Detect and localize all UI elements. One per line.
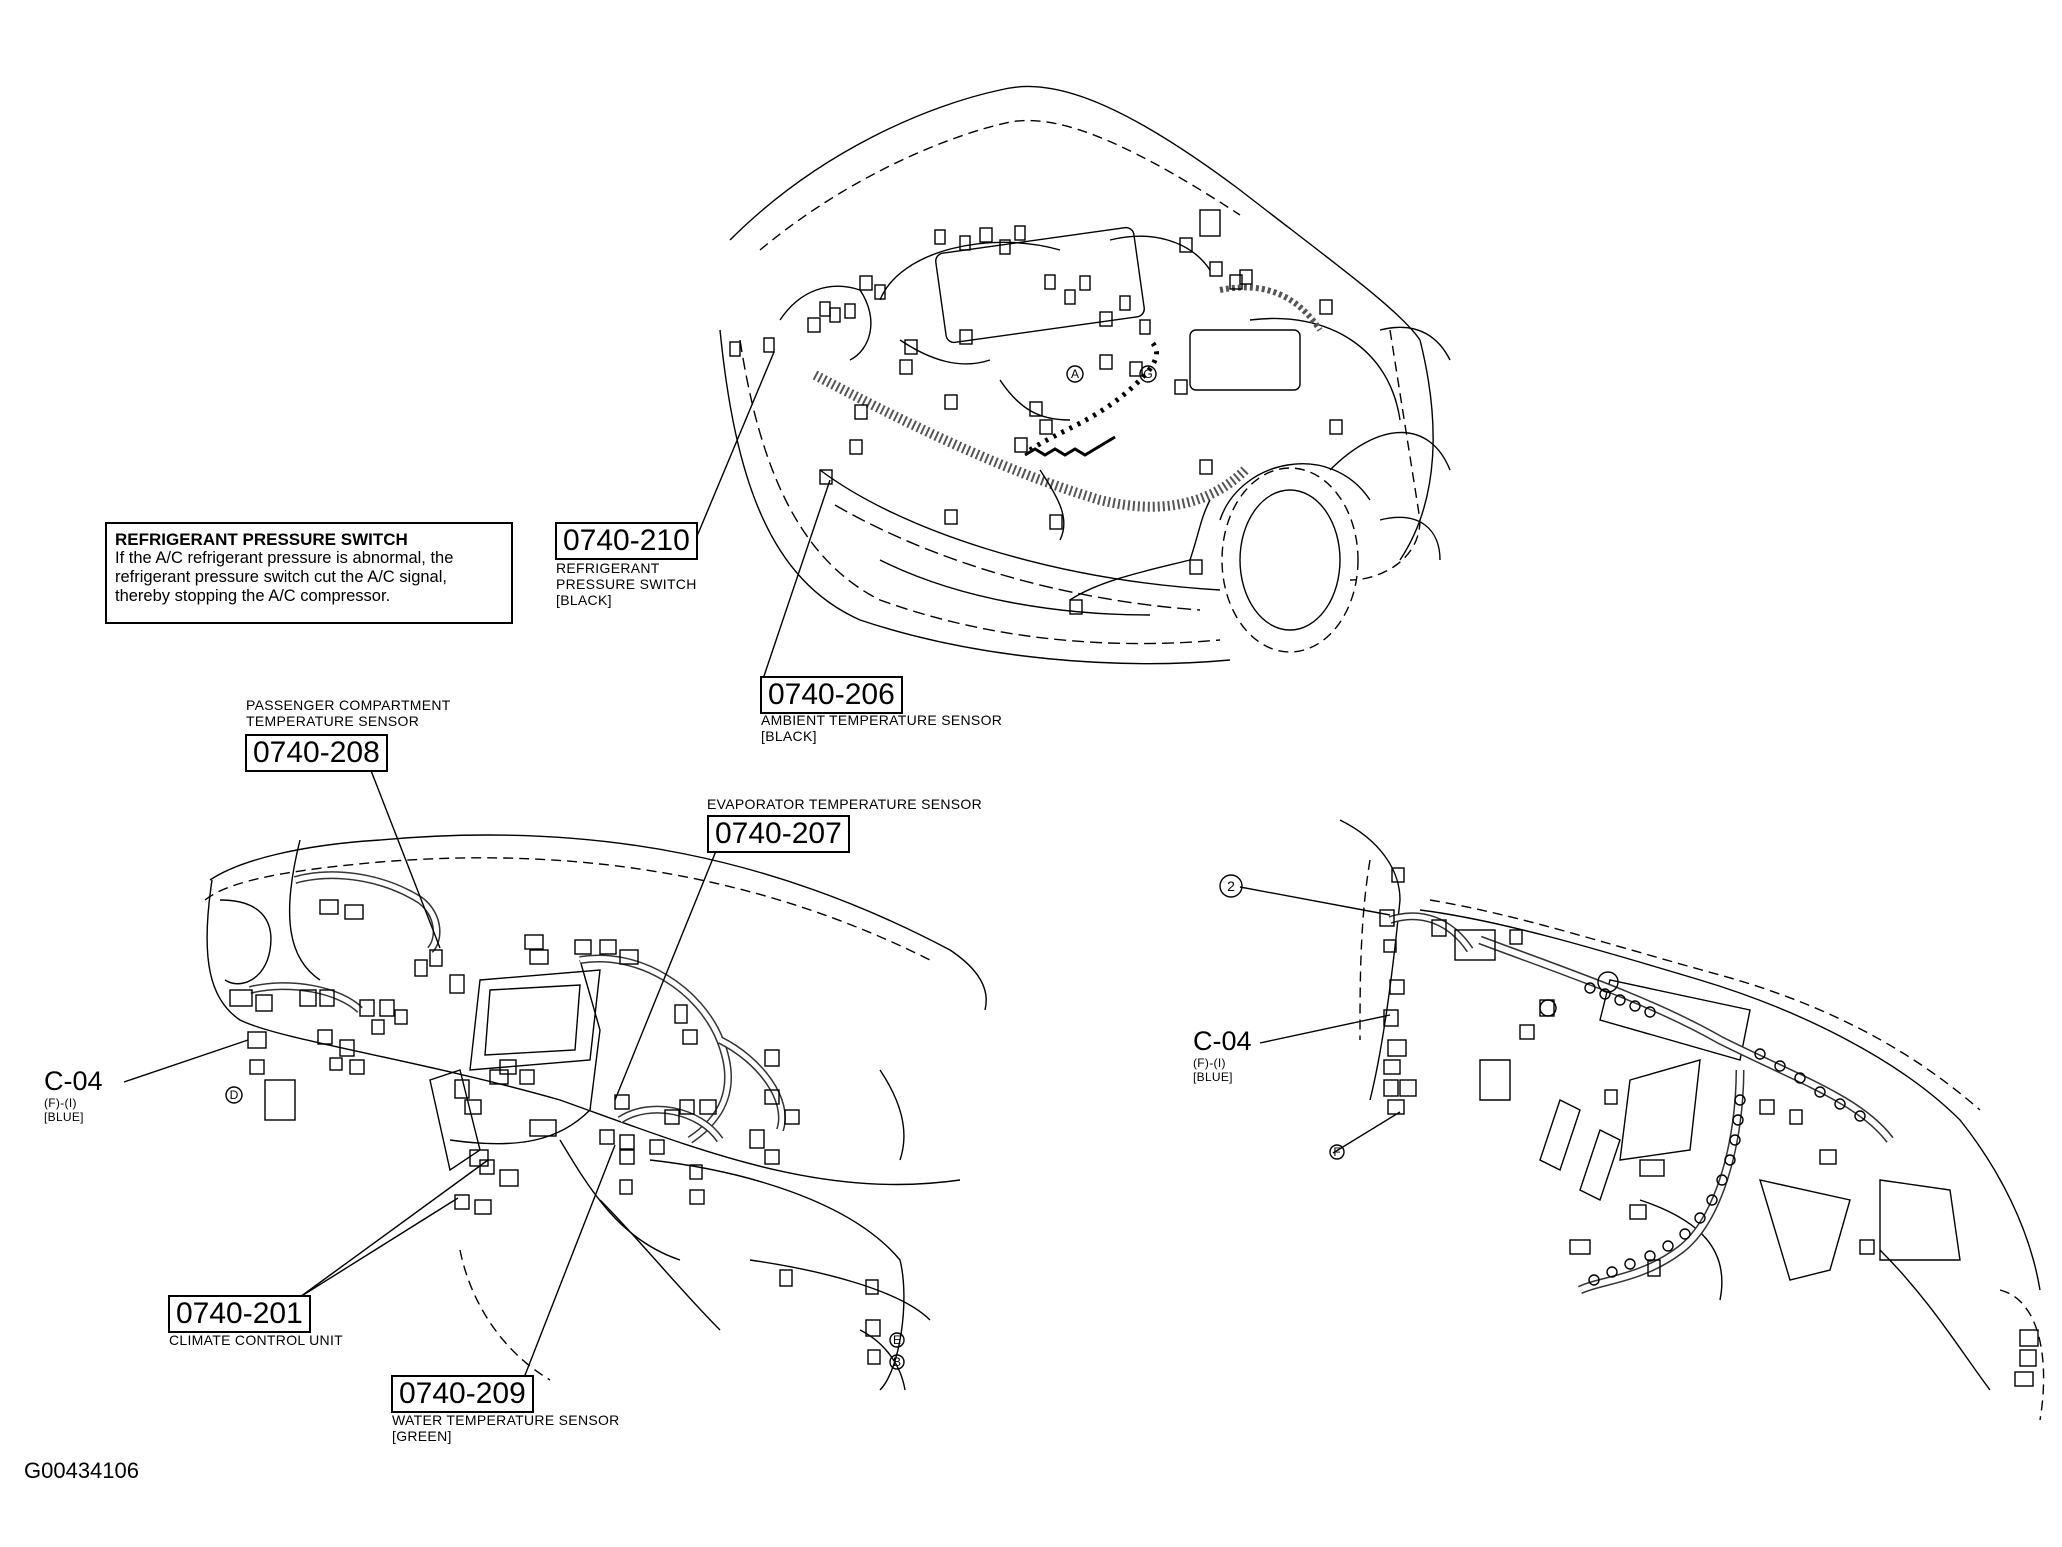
- label-ambient-temperature-sensor: AMBIENT TEMPERATURE SENSOR [BLACK]: [761, 712, 1002, 744]
- code-0740-208: 0740-208: [245, 734, 388, 772]
- connector-detail: (F)-(I): [1193, 1056, 1226, 1071]
- code-0740-210: 0740-210: [555, 522, 698, 560]
- label-line: REFRIGERANT: [556, 560, 660, 576]
- callout-d: D: [230, 1088, 239, 1102]
- connector-color: [BLUE]: [44, 1109, 84, 1124]
- note-line: refrigerant pressure switch cut the A/C …: [115, 568, 447, 586]
- callout-f: F: [1333, 1145, 1340, 1159]
- code-0740-209: 0740-209: [391, 1375, 534, 1413]
- label-passenger-compartment-sensor: PASSENGER COMPARTMENT TEMPERATURE SENSOR: [246, 697, 451, 729]
- label-line: [BLACK]: [761, 728, 817, 745]
- label-line: TEMPERATURE SENSOR: [246, 713, 420, 730]
- label-line: AMBIENT TEMPERATURE SENSOR: [761, 712, 1003, 728]
- note-title: REFRIGERANT PRESSURE SWITCH: [115, 530, 408, 549]
- label-line: EVAPORATOR TEMPERATURE SENSOR: [707, 796, 983, 812]
- connector-c04-left: C-04 (F)-(I) [BLUE]: [44, 1066, 103, 1125]
- callout-e: E: [893, 1333, 901, 1347]
- label-climate-control-unit: CLIMATE CONTROL UNIT: [169, 1332, 343, 1348]
- engine-compartment-drawing: [694, 85, 1451, 683]
- dashboard-left-drawing: [123, 767, 987, 1391]
- label-line: WATER TEMPERATURE SENSOR: [392, 1412, 620, 1428]
- figure-id: G00434106: [24, 1458, 139, 1483]
- connector-detail: (F)-(I): [44, 1096, 77, 1111]
- connector-color: [BLUE]: [1193, 1069, 1233, 1084]
- note-line: thereby stopping the A/C compressor.: [115, 587, 391, 605]
- label-line: CLIMATE CONTROL UNIT: [169, 1332, 344, 1348]
- label-line: [BLACK]: [556, 592, 612, 609]
- callout-g: G: [1143, 367, 1152, 381]
- label-refrigerant-pressure-switch: REFRIGERANT PRESSURE SWITCH [BLACK]: [556, 560, 697, 608]
- code-0740-201: 0740-201: [168, 1295, 311, 1333]
- callout-2: 2: [1227, 878, 1235, 894]
- dashboard-left-connectors: [229, 899, 881, 1365]
- callout-b: B: [893, 1355, 901, 1369]
- harness-beads: [1584, 982, 1866, 1286]
- code-0740-207: 0740-207: [707, 815, 850, 853]
- callout-a: A: [1071, 367, 1079, 381]
- note-line: If the A/C refrigerant pressure is abnor…: [115, 549, 454, 567]
- label-water-temperature-sensor: WATER TEMPERATURE SENSOR [GREEN]: [392, 1412, 620, 1444]
- label-line: PASSENGER COMPARTMENT: [246, 697, 451, 713]
- dashboard-right-connectors: [1379, 867, 2039, 1387]
- dashboard-right-drawing: [1219, 819, 2045, 1421]
- code-0740-206: 0740-206: [760, 676, 903, 714]
- label-line: [GREEN]: [392, 1428, 452, 1445]
- connector-c04-right: C-04 (F)-(I) [BLUE]: [1193, 1026, 1252, 1085]
- label-evaporator-temperature-sensor: EVAPORATOR TEMPERATURE SENSOR: [707, 796, 982, 812]
- engine-connectors: [729, 209, 1343, 615]
- refrigerant-note-box: REFRIGERANT PRESSURE SWITCH If the A/C r…: [105, 522, 513, 624]
- connector-name: C-04: [1193, 1026, 1252, 1056]
- label-line: PRESSURE SWITCH: [556, 576, 697, 593]
- connector-name: C-04: [44, 1066, 103, 1096]
